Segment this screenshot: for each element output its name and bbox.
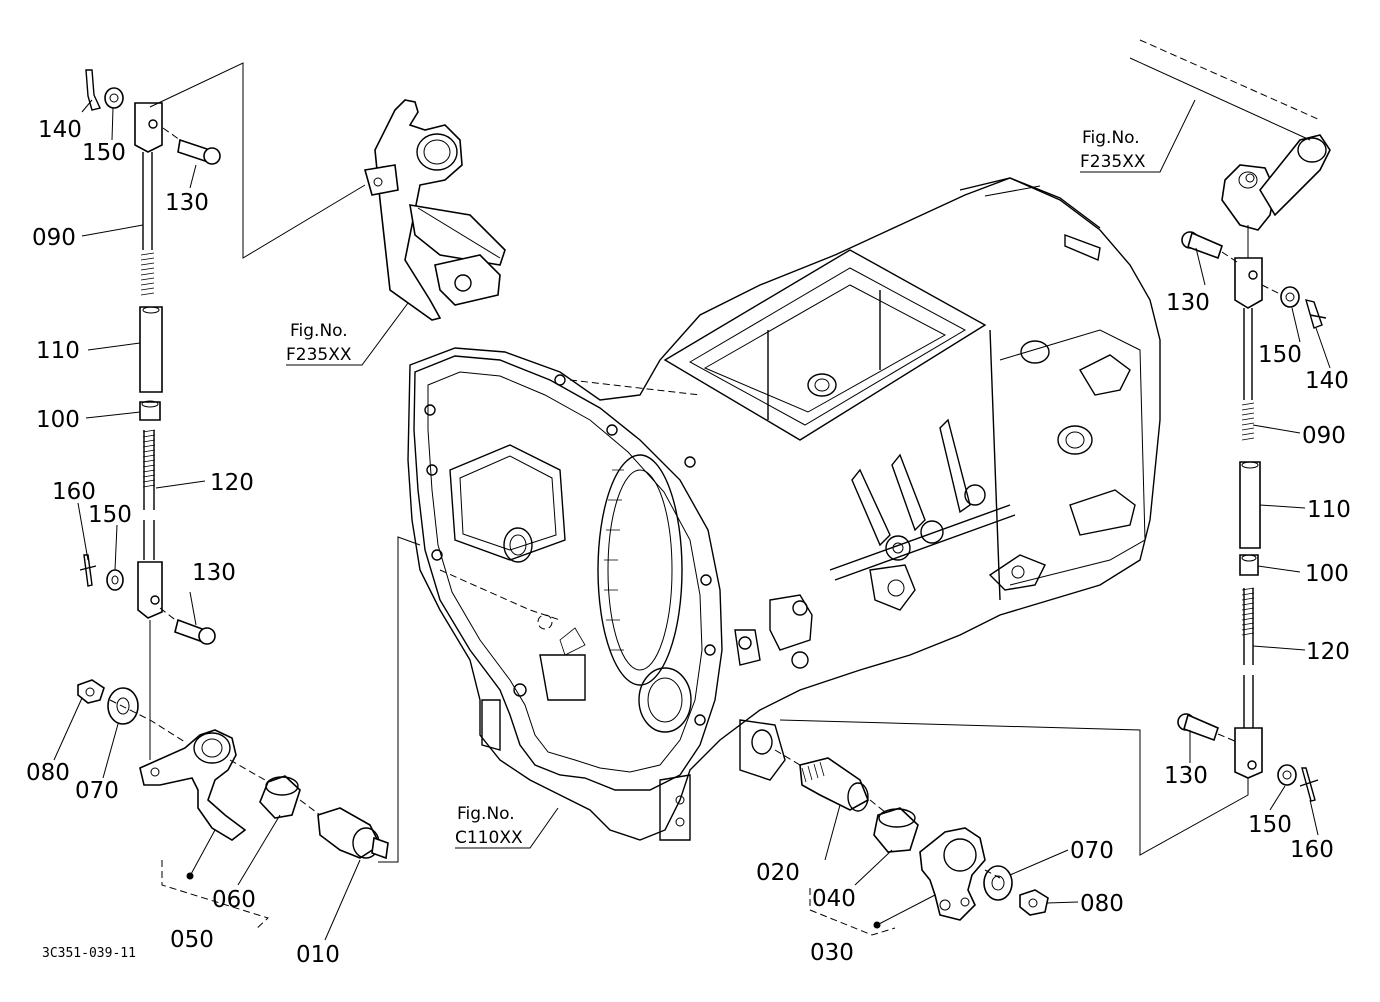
part-label: 070	[75, 778, 119, 804]
part-label: 130	[1166, 290, 1210, 316]
transmission-case	[407, 177, 1161, 841]
part-label: 130	[165, 190, 209, 216]
drawing-code: 3C351-039-11	[42, 946, 136, 961]
part-labels-left: 140 150 130 090 110 100 120 160 150 130 …	[26, 117, 340, 968]
part-label: 150	[88, 502, 132, 528]
fig-ref-code: F235XX	[286, 345, 352, 365]
rod-assembly-left	[77, 69, 389, 880]
part-label: 120	[210, 470, 254, 496]
part-label: 140	[38, 117, 82, 143]
lever-arm-right	[1221, 134, 1331, 231]
fig-ref-code: C110XX	[455, 828, 523, 848]
fig-ref-code: F235XX	[1080, 152, 1146, 172]
part-label: 050	[170, 927, 214, 953]
fig-ref-label: Fig.No.	[290, 321, 348, 341]
part-label: 040	[812, 886, 856, 912]
part-label: 150	[1258, 342, 1302, 368]
part-label: 100	[1305, 561, 1349, 587]
part-label: 150	[1248, 812, 1292, 838]
part-label: 150	[82, 140, 126, 166]
rod-assembly-right	[774, 225, 1327, 929]
leader-lines	[53, 39, 1331, 941]
fig-ref-label: Fig.No.	[1082, 128, 1140, 148]
part-label: 030	[810, 940, 854, 966]
part-label: 130	[1164, 763, 1208, 789]
part-label: 120	[1306, 639, 1350, 665]
part-label: 130	[192, 560, 236, 586]
pedal-arm-assembly-left	[363, 99, 506, 321]
part-label: 090	[32, 225, 76, 251]
part-label: 060	[212, 887, 256, 913]
part-label: 110	[36, 338, 80, 364]
part-label: 100	[36, 407, 80, 433]
part-label: 070	[1070, 838, 1114, 864]
part-label: 110	[1307, 497, 1351, 523]
part-labels-right: 130 150 140 090 110 100 120 130 150 160 …	[756, 290, 1351, 966]
part-label: 080	[1080, 891, 1124, 917]
part-label: 080	[26, 760, 70, 786]
part-label: 140	[1305, 368, 1349, 394]
fig-ref-label: Fig.No.	[457, 804, 515, 824]
part-label: 010	[296, 942, 340, 968]
part-label: 160	[1290, 837, 1334, 863]
part-label: 160	[52, 479, 96, 505]
figure-references: Fig.No. F235XX Fig.No. F235XX Fig.No. C1…	[286, 128, 1146, 848]
part-label: 090	[1302, 423, 1346, 449]
part-label: 020	[756, 860, 800, 886]
